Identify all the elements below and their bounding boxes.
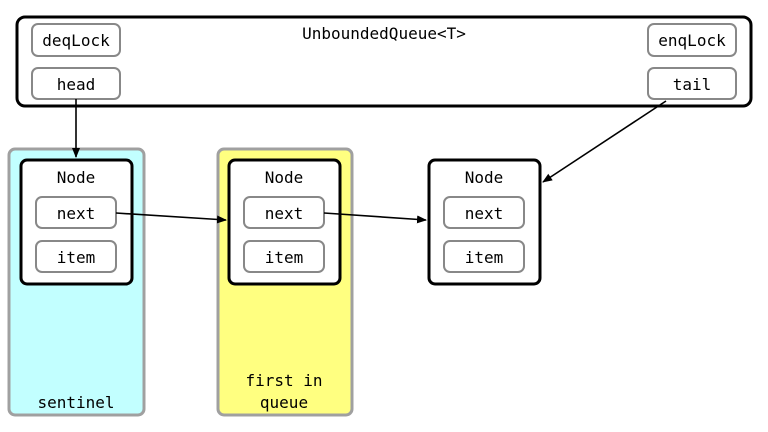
node-title: Node: [465, 168, 504, 187]
node-next-field: next: [265, 204, 304, 223]
enq-lock-field: enqLock: [647, 23, 737, 57]
first-next-arrow: [323, 212, 427, 224]
first-in-queue-label-line1: first in: [245, 371, 322, 390]
deq-lock-field: deqLock: [31, 23, 121, 57]
node-sentinel: Node next item: [19, 158, 134, 286]
node-next-field: next: [57, 204, 96, 223]
node-title: Node: [265, 168, 304, 187]
tail-label: tail: [673, 75, 712, 94]
node-title: Node: [57, 168, 96, 187]
node-item-field: item: [57, 248, 96, 267]
queue-box: [15, 15, 753, 108]
sentinel-label: sentinel: [37, 393, 114, 412]
tail-to-last-node-arrow: [542, 100, 667, 183]
tail-field: tail: [647, 67, 737, 100]
node-item-field: item: [265, 248, 304, 267]
node-tail: Node next item: [427, 158, 542, 286]
sentinel-next-arrow: [115, 212, 227, 224]
node-first-in-queue: Node next item: [227, 158, 342, 286]
node-next-field: next: [465, 204, 504, 223]
queue-title: UnboundedQueue<T>: [302, 24, 466, 43]
enq-lock-label: enqLock: [658, 31, 726, 50]
head-field: head: [31, 67, 121, 100]
deq-lock-label: deqLock: [42, 31, 110, 50]
node-item-field: item: [465, 248, 504, 267]
first-in-queue-label-line2: queue: [260, 393, 308, 412]
head-label: head: [57, 75, 96, 94]
